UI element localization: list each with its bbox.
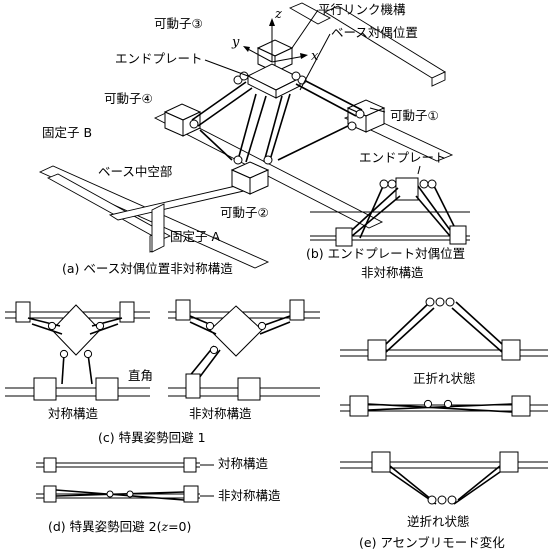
rail-top-left	[288, 2, 331, 25]
caption-a: (a) ベース対偶位置非対称構造	[62, 261, 233, 276]
fig-e-bottom	[340, 451, 548, 505]
label-axis-y: y	[232, 35, 240, 50]
caption-c: (c) 特異姿勢回避 1	[98, 430, 206, 445]
label-d-symmetric: 対称構造	[218, 456, 269, 471]
label-axis-x: x	[311, 49, 319, 64]
label-mover-3: 可動子③	[154, 16, 203, 31]
fig-a-drawing	[38, 2, 454, 269]
end-plate	[246, 63, 302, 99]
mover-block-2	[230, 161, 270, 195]
label-stator-a: 固定子 A	[170, 229, 221, 244]
label-reverse-fold: 逆折れ状態	[407, 514, 470, 529]
caption-d: (d) 特異姿勢回避 2(z=0)	[48, 519, 192, 534]
label-mover-2: 可動子②	[220, 205, 269, 220]
label-forward-fold: 正折れ状態	[413, 371, 476, 386]
label-d-asymmetric: 非対称構造	[218, 488, 281, 503]
caption-b-line2: 非対称構造	[361, 265, 424, 280]
label-base-dual-position: ベース対偶位置	[331, 25, 418, 40]
x-axis	[271, 55, 306, 63]
rail-stator-a-post	[151, 203, 165, 253]
coordinate-axes	[243, 18, 308, 63]
fig-c-left	[5, 301, 150, 401]
label-base-hollow: ベース中空部	[98, 164, 173, 179]
endplate-diamond	[51, 304, 101, 356]
label-c-asymmetric: 非対称構造	[189, 406, 252, 421]
fig-b-drawing	[310, 165, 470, 247]
fig-c-right	[168, 299, 320, 401]
label-axis-z: z	[275, 7, 282, 22]
label-endplate-b: エンドプレート	[359, 150, 447, 165]
caption-b-line1: (b) エンドプレート対偶位置	[306, 246, 466, 261]
caption-e: (e) アセンブリモード変化	[359, 535, 505, 550]
label-right-angle: 直角	[128, 368, 154, 383]
label-c-symmetric: 対称構造	[48, 406, 99, 421]
leader-endplate-b	[417, 165, 421, 175]
fig-e-mid	[340, 395, 548, 417]
rail-top-right-end	[431, 71, 446, 87]
leader-lines	[204, 9, 386, 113]
label-stator-b: 固定子 B	[42, 125, 93, 140]
label-mover-4: 可動子④	[104, 91, 153, 106]
joint-cluster	[189, 71, 365, 165]
label-endplate-a: エンドプレート	[115, 51, 203, 66]
y-axis	[245, 47, 273, 63]
fig-d-drawing	[36, 457, 214, 503]
fig-e-top	[340, 297, 548, 361]
parallel-links	[191, 77, 363, 163]
label-parallel-link: 平行リンク機構	[318, 2, 406, 17]
label-mover-1: 可動子①	[390, 108, 439, 123]
